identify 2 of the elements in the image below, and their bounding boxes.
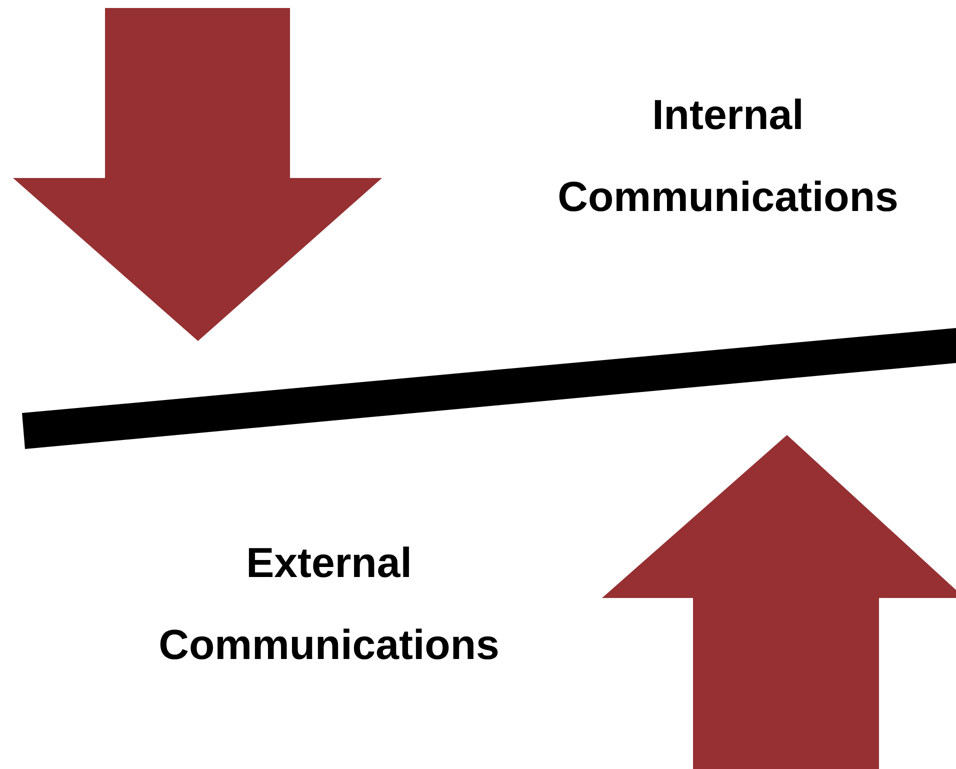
label-text: Internal Communications: [556, 90, 900, 222]
label-text: External Communications: [158, 538, 500, 670]
